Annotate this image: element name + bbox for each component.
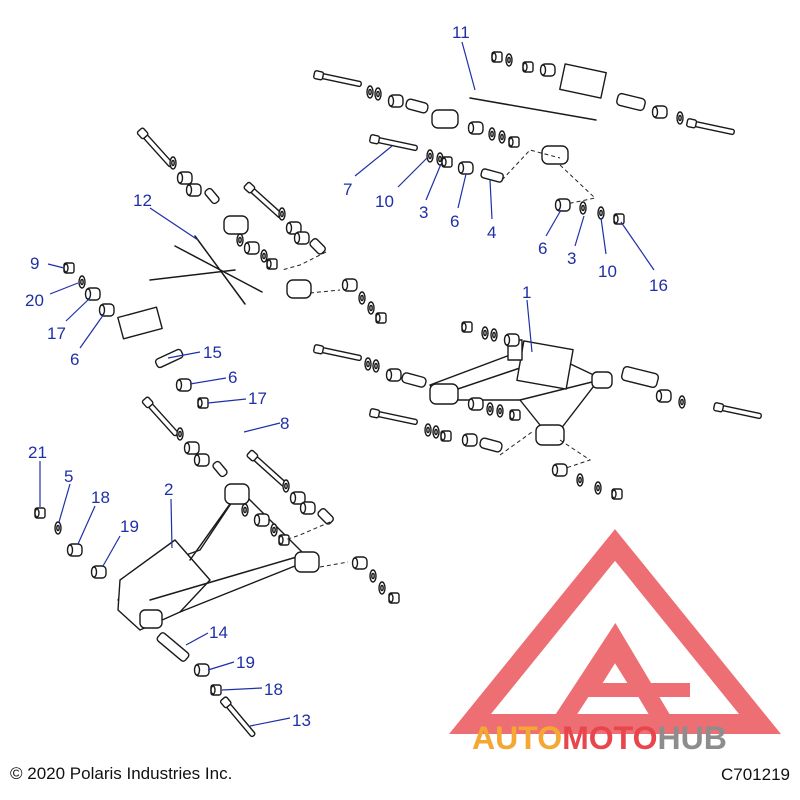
wordmark-moto: MOTO [562,720,657,756]
leader-18-bottom [221,687,263,691]
drawing-number: C701219 [720,765,790,784]
callout-15: 15 [203,343,222,362]
leader-15 [167,351,201,359]
callout-2: 2 [164,480,173,499]
leader-14 [185,632,209,646]
automotohub-wordmark: AUTOMOTOHUB [472,720,727,756]
callout-11: 11 [452,23,470,42]
callout-13: 13 [292,711,311,730]
callout-10: 10 [598,262,617,281]
leader-16 [620,221,655,271]
callout-9: 9 [30,254,39,273]
wordmark-auto: AUTO [472,720,562,756]
leader-11 [461,41,476,91]
leader-3-upper-right [574,215,585,247]
leader-17-mid [207,398,247,404]
callout-18: 18 [264,680,283,699]
callout-14: 14 [209,623,228,642]
callout-numbers: 11 7 10 3 6 4 6 3 10 16 12 9 20 17 6 1 1… [25,23,668,730]
leader-18-left [77,505,96,545]
leader-6-mid [189,377,227,385]
leader-13 [249,717,291,727]
callout-leaders [39,41,655,727]
callout-21: 21 [28,443,47,462]
part-2-lower-arm-front [34,395,400,739]
callout-19: 19 [120,517,139,536]
callout-3: 3 [567,249,576,268]
leader-17-upper [65,297,91,322]
callout-3: 3 [419,203,428,222]
callout-12: 12 [133,191,152,210]
callout-6: 6 [228,368,237,387]
leader-12 [149,207,199,241]
leader-10-upper-right [600,217,607,255]
leader-6-left [79,313,105,349]
leader-10-upper [397,157,428,188]
part-1-lower-arm-rear [312,321,763,500]
leader-7 [354,145,393,177]
callout-17: 17 [47,324,66,343]
callout-10: 10 [375,192,394,211]
leader-20 [49,282,79,295]
callout-19: 19 [236,653,255,672]
wordmark-hub: HUB [657,720,726,756]
callout-6: 6 [450,212,459,231]
part-11-upper-arm-rear [312,51,736,225]
leader-3-upper [425,163,442,201]
part-12-upper-arm-front [63,126,387,409]
callout-18: 18 [91,488,110,507]
leader-1 [526,299,533,353]
leader-2 [170,498,173,549]
automotohub-logo-mark [449,529,781,734]
callout-16: 16 [649,276,668,295]
callout-5: 5 [64,467,73,486]
callout-1: 1 [522,283,531,302]
callout-8: 8 [280,414,289,433]
leader-9 [47,263,65,269]
copyright-notice: © 2020 Polaris Industries Inc. [10,764,233,783]
leader-5 [58,483,71,523]
leader-6-upper-right [545,209,562,237]
callout-6: 6 [538,239,547,258]
callout-4: 4 [487,223,496,242]
leader-6-upper [457,173,467,209]
callout-7: 7 [343,180,352,199]
leader-8 [243,422,281,433]
callout-6: 6 [70,350,79,369]
leader-4 [489,179,493,220]
leader-19-left [102,535,121,567]
leader-19-bottom [207,661,235,671]
callout-20: 20 [25,291,44,310]
callout-17: 17 [248,389,267,408]
